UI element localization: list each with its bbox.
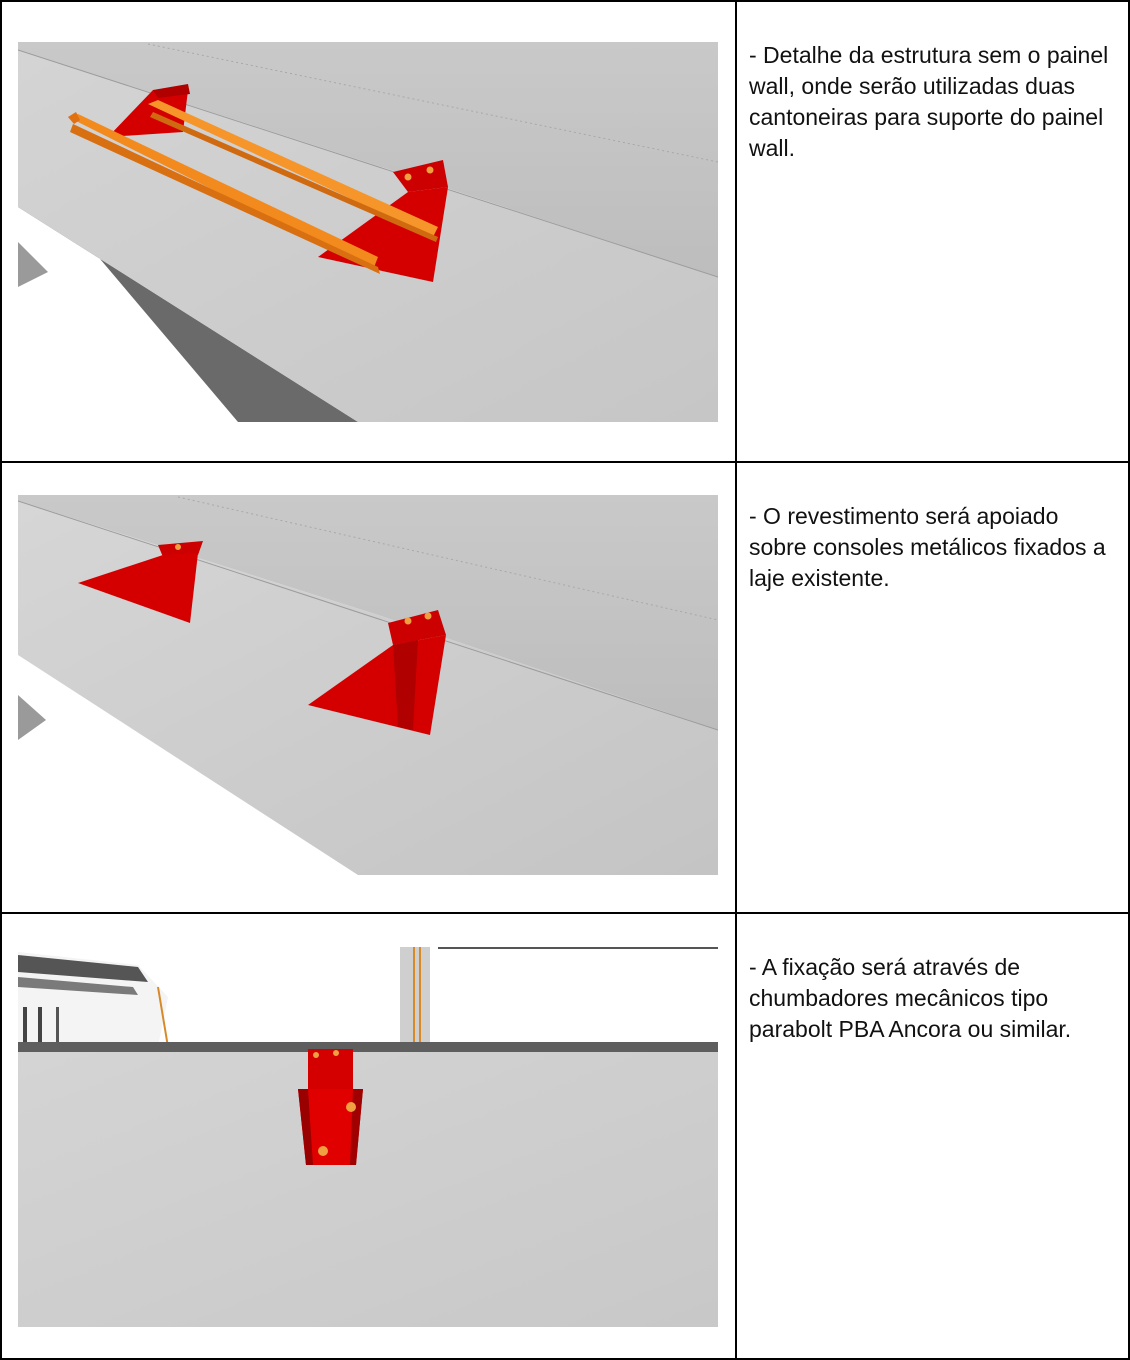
table-border-bottom — [0, 1358, 1130, 1360]
table-border-top — [0, 0, 1130, 2]
description-text-3: - A fixação será através de chumbadores … — [749, 954, 1072, 1042]
structure-render-image — [18, 42, 718, 422]
description-cell: - O revestimento será apoiado sobre cons… — [735, 461, 1130, 912]
image-cell — [0, 912, 735, 1360]
table-border-row-1 — [0, 461, 1130, 463]
render-anchor-fixing — [18, 947, 718, 1327]
anchor-render-image — [18, 947, 718, 1327]
table-border-right — [1128, 0, 1130, 1360]
image-cell — [0, 0, 735, 461]
table-border-row-2 — [0, 912, 1130, 914]
table-row: - A fixação será através de chumbadores … — [0, 912, 1130, 1360]
render-structure-with-angles — [18, 42, 718, 422]
table-border-left — [0, 0, 2, 1360]
table-border-middle — [735, 0, 737, 1360]
image-cell — [0, 461, 735, 912]
description-text-2: - O revestimento será apoiado sobre cons… — [749, 503, 1106, 591]
description-cell: - A fixação será através de chumbadores … — [735, 912, 1130, 1360]
consoles-render-image — [18, 495, 718, 875]
description-text-1: - Detalhe da estrutura sem o painel wall… — [749, 42, 1109, 161]
table-row: - Detalhe da estrutura sem o painel wall… — [0, 0, 1130, 461]
description-cell: - Detalhe da estrutura sem o painel wall… — [735, 0, 1130, 461]
table-row: - O revestimento será apoiado sobre cons… — [0, 461, 1130, 912]
render-consoles — [18, 495, 718, 875]
